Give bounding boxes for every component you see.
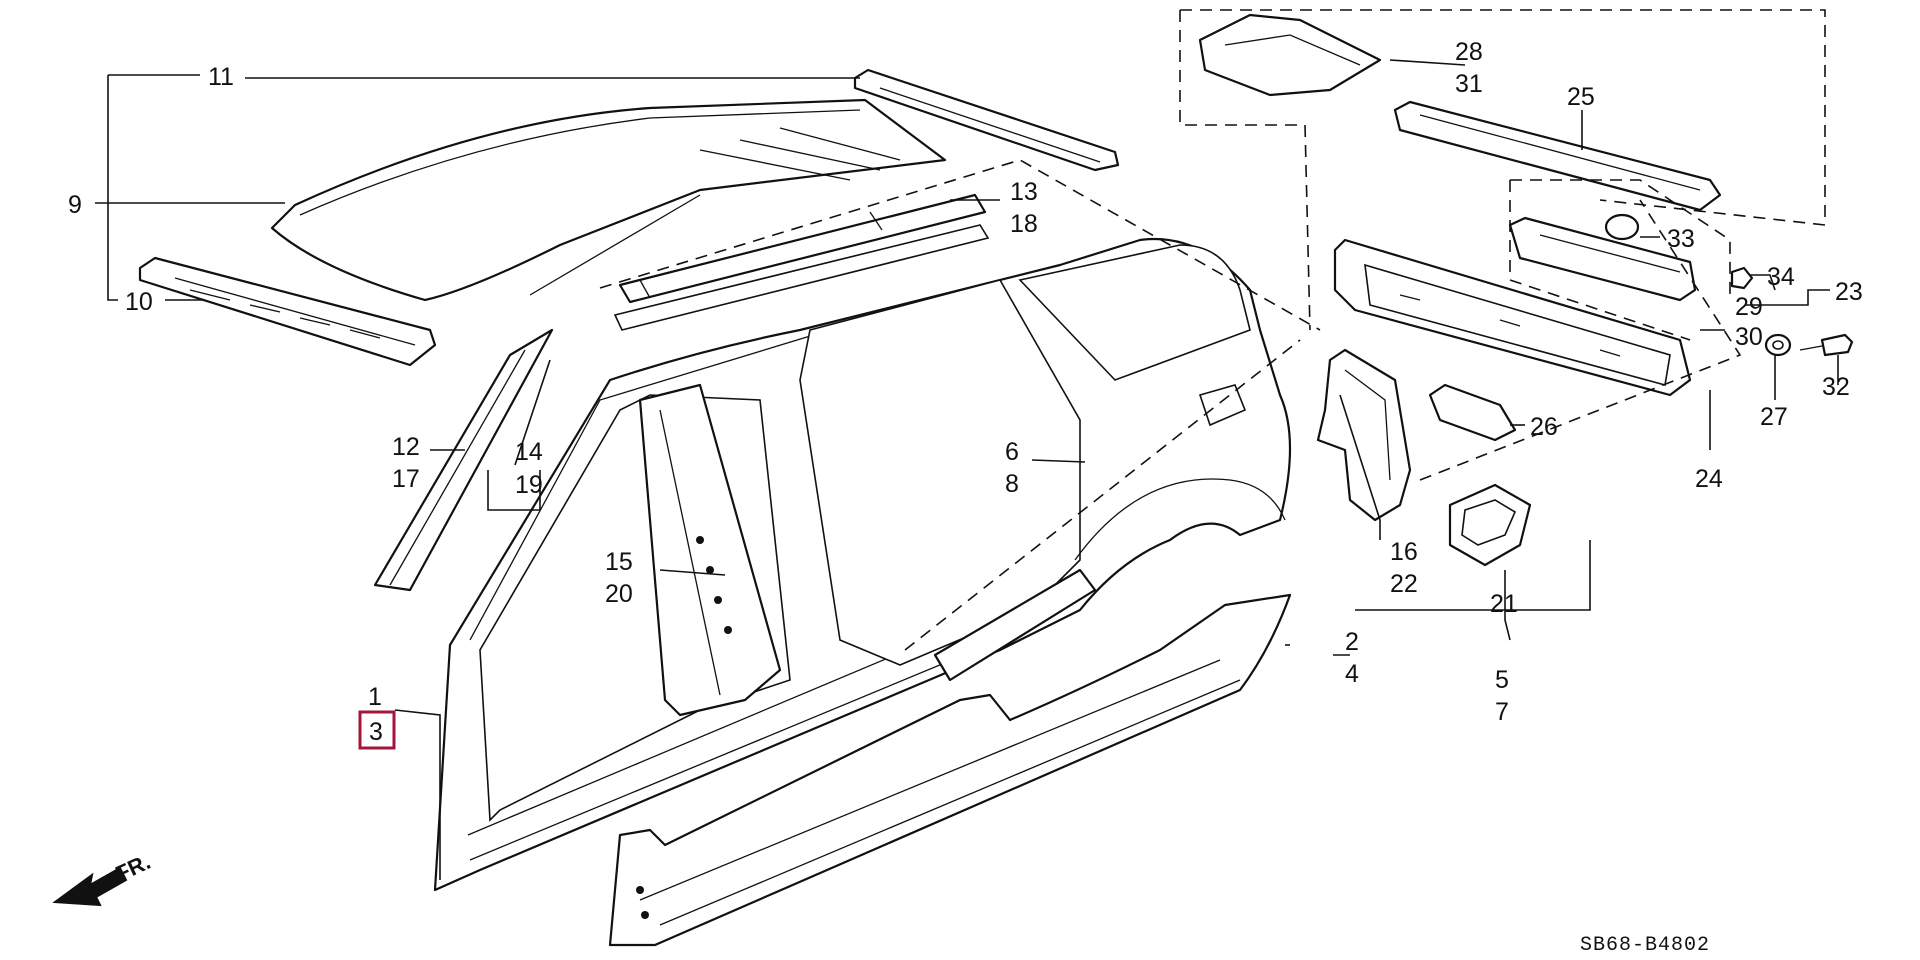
callout-11[interactable]: 11 — [208, 63, 234, 91]
callout-4[interactable]: 4 — [1345, 660, 1359, 688]
rear-pillar-gusset[interactable] — [1318, 350, 1410, 520]
diagram-code: SB68-B4802 — [1580, 934, 1710, 957]
washer-27[interactable] — [1766, 335, 1790, 355]
callout-17[interactable]: 17 — [392, 465, 420, 493]
callout-25[interactable]: 25 — [1567, 83, 1595, 111]
callout-29[interactable]: 29 — [1735, 293, 1763, 321]
bolt-32[interactable] — [1800, 335, 1852, 355]
callout-9[interactable]: 9 — [68, 191, 82, 219]
callout-3[interactable]: 3 — [369, 718, 383, 746]
callout-33[interactable]: 33 — [1667, 225, 1695, 253]
clip-33[interactable] — [1606, 215, 1638, 239]
callout-28[interactable]: 28 — [1455, 38, 1483, 66]
callout-14[interactable]: 14 — [515, 438, 543, 466]
callout-6[interactable]: 6 — [1005, 438, 1019, 466]
rear-panel-bracket[interactable] — [1430, 385, 1515, 440]
callout-2[interactable]: 2 — [1345, 628, 1359, 656]
callout-30[interactable]: 30 — [1735, 323, 1763, 351]
callout-32[interactable]: 32 — [1822, 373, 1850, 401]
callout-12[interactable]: 12 — [392, 433, 420, 461]
callout-22[interactable]: 22 — [1390, 570, 1418, 598]
callout-24[interactable]: 24 — [1695, 465, 1723, 493]
callout-20[interactable]: 20 — [605, 580, 633, 608]
callout-16[interactable]: 16 — [1390, 538, 1418, 566]
callout-34[interactable]: 34 — [1767, 263, 1795, 291]
nut-34[interactable] — [1732, 268, 1752, 288]
callout-7[interactable]: 7 — [1495, 698, 1509, 726]
tray-panel[interactable] — [1200, 15, 1380, 95]
callout-31[interactable]: 31 — [1455, 70, 1483, 98]
callout-26[interactable]: 26 — [1530, 413, 1558, 441]
callout-5[interactable]: 5 — [1495, 666, 1509, 694]
callout-18[interactable]: 18 — [1010, 210, 1038, 238]
callout-10[interactable]: 10 — [125, 288, 153, 316]
callout-8[interactable]: 8 — [1005, 470, 1019, 498]
callout-27[interactable]: 27 — [1760, 403, 1788, 431]
callout-23[interactable]: 23 — [1835, 278, 1863, 306]
callout-13[interactable]: 13 — [1010, 178, 1038, 206]
jack-bracket[interactable] — [1450, 485, 1530, 565]
rear-crossmember[interactable] — [1395, 102, 1720, 210]
callout-15[interactable]: 15 — [605, 548, 633, 576]
callout-1[interactable]: 1 — [368, 683, 382, 711]
callout-19[interactable]: 19 — [515, 471, 543, 499]
callout-21[interactable]: 21 — [1490, 590, 1518, 618]
